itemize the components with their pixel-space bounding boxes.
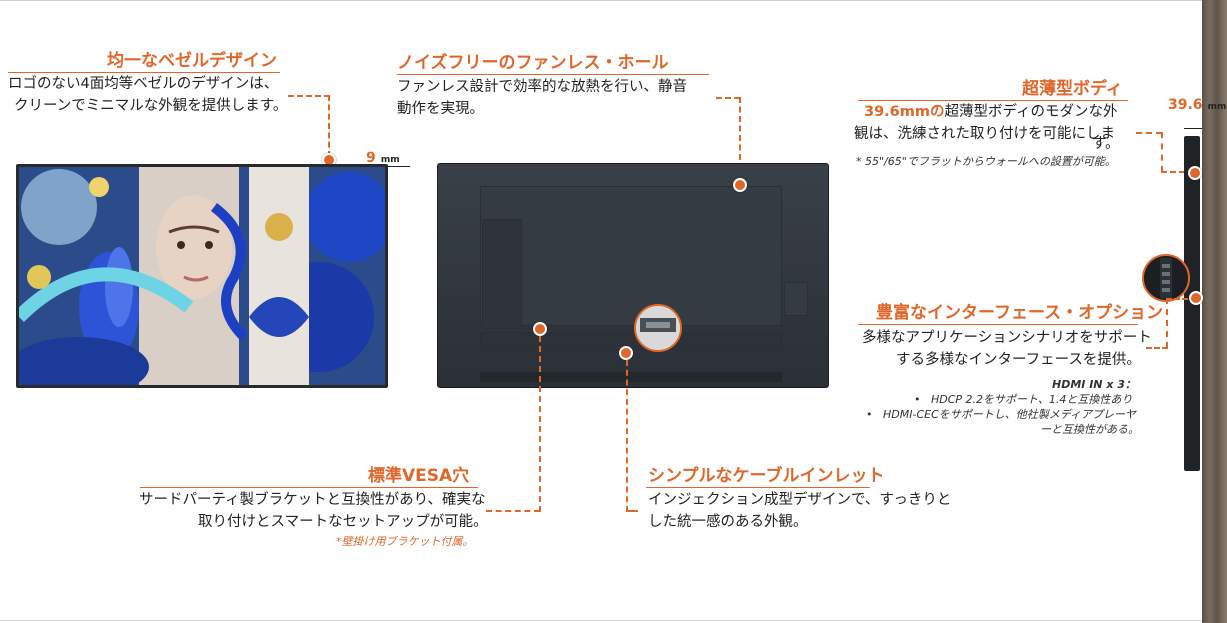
bezel-dim-value: 9 <box>366 150 376 166</box>
slim-desc-line2: 観は、洗練された取り付けを可能にしま <box>854 126 1115 142</box>
interface-underline <box>858 324 1138 325</box>
interface-marker-dot <box>1189 291 1203 305</box>
hdmi-bullet2-mark: • <box>866 408 873 421</box>
fanless-title: ノイズフリーのファンレス・ホール <box>397 53 669 73</box>
hdmi-bullet2: • HDMI-CECをサポートし、他社製メディアプレーヤ <box>866 406 1136 422</box>
rear-center-panel <box>480 186 782 326</box>
slim-dimension: 39.6 mm <box>1168 94 1226 113</box>
slim-marker-dot <box>1188 166 1202 180</box>
cable-underline <box>646 487 870 488</box>
interface-zoom-circle <box>1142 254 1190 302</box>
slim-note: * 55"/65"でフラットからウォールへの設置が可能。 <box>856 155 1116 168</box>
bezel-desc-line2: クリーンでミニマルな外観を提供します。 <box>14 98 288 114</box>
display-rear-view <box>437 163 829 388</box>
bezel-dim-unit: mm <box>380 155 400 165</box>
cable-leader-v <box>626 360 628 512</box>
slim-leader-v <box>1161 132 1163 172</box>
hdmi-bullet2-text: HDMI-CECをサポートし、他社製メディアプレーヤ <box>883 408 1136 421</box>
interface-desc-line2: する多様なインターフェースを提供。 <box>896 352 1141 368</box>
wall-texture <box>1202 0 1227 623</box>
vesa-note: *壁掛け用ブラケット付属。 <box>336 535 474 548</box>
fanless-underline <box>397 74 709 75</box>
cable-desc-line2: した統一感のある外観。 <box>648 514 808 530</box>
slim-highlight: 39.6mmの <box>864 104 945 120</box>
interface-title: 豊富なインターフェース・オプション <box>876 303 1164 323</box>
slim-leader-h2 <box>1161 171 1185 173</box>
artwork-collage <box>19 167 385 385</box>
top-border <box>0 0 1202 1</box>
interface-port-detail <box>1144 256 1188 300</box>
cable-marker-dot <box>619 346 633 360</box>
vesa-leader-v <box>539 336 541 512</box>
slim-underline <box>858 100 1128 101</box>
vesa-leader-h <box>486 510 540 512</box>
interface-leader-h1 <box>1146 347 1168 349</box>
cable-inlet-zoom-circle <box>634 304 682 352</box>
display-artwork-image <box>19 167 385 385</box>
bezel-desc-line1: ロゴのない4面均等ベゼルのデザインは、 <box>8 76 279 92</box>
vesa-underline <box>140 487 478 488</box>
fanless-marker-dot <box>733 178 747 192</box>
vesa-desc-line1: サードパーティ製ブラケットと互換性があり、確実な <box>139 492 486 508</box>
hdmi-bullet1-text: HDCP 2.2をサポート、1.4と互換性あり <box>931 393 1133 406</box>
fanless-leader-v <box>739 97 741 179</box>
slim-leader-h1 <box>1136 132 1162 134</box>
bezel-leader-h <box>288 95 330 97</box>
slim-desc-line1-rest: 超薄型ボディのモダンな外 <box>944 104 1118 120</box>
slim-desc-line3: す。 <box>1092 136 1120 152</box>
rear-io-panel <box>482 219 522 329</box>
rear-vent-strip <box>480 372 782 382</box>
slim-dim-line <box>1184 128 1202 129</box>
hdmi-title: HDMI IN x 3： <box>1052 378 1136 391</box>
slim-dim-unit: mm <box>1207 102 1227 112</box>
cable-title: シンプルなケーブルインレット <box>648 466 885 486</box>
slim-dim-value: 39.6 <box>1168 97 1203 113</box>
rear-side-port <box>784 282 808 316</box>
display-front-view <box>16 164 388 388</box>
vesa-marker-dot <box>533 322 547 336</box>
interface-leader-v <box>1166 298 1168 348</box>
bezel-underline <box>8 72 280 73</box>
slim-title: 超薄型ボディ <box>1022 79 1123 99</box>
vesa-desc-line2: 取り付けとスマートなセットアップが可能。 <box>198 514 488 530</box>
vesa-title: 標準VESA穴 <box>368 466 470 486</box>
fanless-desc-line1: ファンレス設計で効率的な放熱を行い、静音 <box>397 79 687 95</box>
cable-leader-h <box>626 510 638 512</box>
interface-leader-h2 <box>1166 298 1188 300</box>
cable-inlet-detail <box>636 306 680 350</box>
fanless-leader-h <box>716 97 740 99</box>
bezel-leader-v <box>328 95 330 157</box>
interface-desc-line1: 多様なアプリケーションシナリオをサポート <box>862 330 1152 346</box>
hdmi-bullet1-mark: • <box>914 393 921 406</box>
cable-desc-line1: インジェクション成型デザインで、すっきりと <box>648 492 952 508</box>
bezel-title: 均一なベゼルデザイン <box>107 51 277 71</box>
bottom-border <box>0 620 1202 621</box>
hdmi-bullet1: • HDCP 2.2をサポート、1.4と互換性あり <box>914 391 1132 407</box>
fanless-desc-line2: 動作を実現。 <box>397 101 484 117</box>
bezel-dimension: 9 mm <box>366 147 400 166</box>
slim-desc-line1: 39.6mmの超薄型ボディのモダンな外 <box>864 101 1117 123</box>
hdmi-bullet2-cont: ーと互換性がある。 <box>1040 423 1139 436</box>
